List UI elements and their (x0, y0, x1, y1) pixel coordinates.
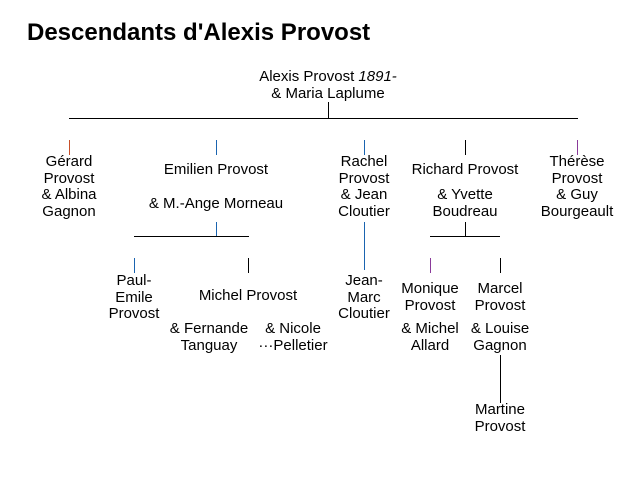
connector (465, 222, 466, 236)
name-line: & Albina (41, 186, 97, 203)
name-line: Gérard (45, 153, 93, 170)
name-line: & Guy (556, 186, 598, 203)
root-person: Alexis Provost 1891- & Maria Laplume (259, 68, 397, 102)
connector (500, 355, 501, 403)
name-line: Emile (115, 288, 153, 306)
connector (248, 258, 249, 273)
name-line: Allard (410, 336, 450, 354)
name-line: Provost (404, 296, 456, 314)
name-line: Paul- (116, 272, 152, 289)
root-year: 1891- (358, 68, 397, 85)
name-line: & Yvette (437, 186, 493, 203)
name-line: Tanguay (180, 336, 238, 354)
root-spouse: & Maria Laplume (271, 84, 385, 102)
root-name: Alexis Provost (259, 68, 355, 85)
name-line: Gagnon (473, 336, 527, 354)
name-line: Provost (108, 305, 160, 322)
name-line: & Michel (401, 320, 459, 337)
name-line: & Louise (470, 320, 530, 337)
spouse-emilien: & M.-Ange Morneau (148, 195, 284, 212)
name-line: Provost (338, 169, 390, 187)
name-line: Provost (474, 417, 526, 435)
name-line: Martine (474, 401, 526, 418)
name-line: Provost (474, 296, 526, 314)
connector (577, 140, 578, 155)
connector (430, 258, 431, 273)
name-line: Cloutier (338, 305, 390, 322)
sibling-line (430, 236, 500, 237)
connector (216, 222, 217, 236)
name-line: ···Pelletier (258, 336, 328, 354)
name-line: Rachel (340, 153, 388, 170)
connector (465, 140, 466, 155)
name-line: & Nicole (265, 320, 321, 337)
name-line: Monique (401, 280, 459, 297)
person-richard: Richard Provost (411, 161, 519, 178)
connector (216, 140, 217, 155)
name-line: Cloutier (338, 202, 390, 220)
name-line: Thérèse (549, 153, 605, 170)
name-line: Marcel (477, 280, 523, 297)
name-line: Jean- (345, 272, 383, 289)
name-line: & Fernande (169, 320, 249, 337)
name-line: Bourgeault (540, 202, 614, 220)
name-line: Alexis Provost 1891- (259, 68, 397, 86)
name-line: Provost (43, 169, 95, 187)
spouse-nicole: & Nicole···Pelletier (258, 320, 328, 354)
connector (364, 140, 365, 155)
page-title: Descendants d'Alexis Provost (27, 19, 371, 46)
sibling-line (134, 236, 249, 237)
name-line: Provost (551, 169, 603, 187)
name-line: Gagnon (42, 202, 96, 220)
person-michel: Michel Provost (198, 287, 298, 304)
name-line: Marc (347, 288, 381, 306)
connector (134, 258, 135, 273)
name-line: & Jean (340, 186, 388, 203)
person-emilien: Emilien Provost (163, 161, 269, 178)
connector (69, 140, 70, 155)
connector (364, 222, 365, 270)
name-line: Boudreau (432, 202, 498, 220)
connector (328, 102, 329, 118)
sibling-line (69, 118, 578, 119)
connector (500, 258, 501, 273)
